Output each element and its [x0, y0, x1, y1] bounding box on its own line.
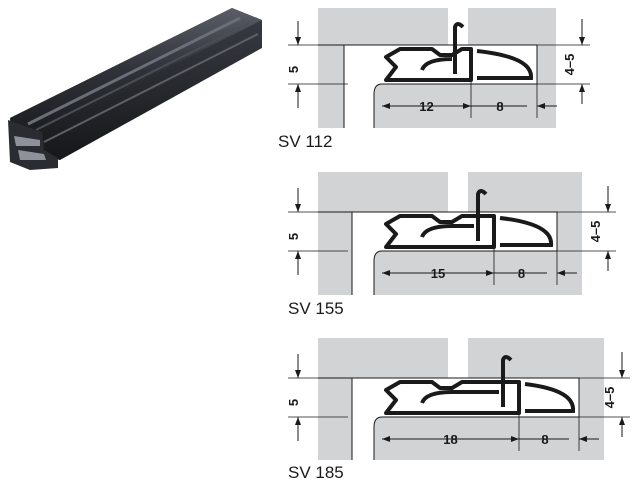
sv155-depth-arrow-left — [382, 270, 390, 276]
sv155-gap-height-label: 5 — [286, 233, 301, 240]
sv112-gap-outline — [318, 44, 538, 128]
sv185-groove-depth-label: 18 — [443, 432, 457, 447]
sv185-slot — [448, 338, 468, 378]
model-label-sv185: SV 185 — [288, 463, 344, 482]
model-label-sv112: SV 112 — [278, 132, 333, 151]
sv155-slot — [448, 172, 468, 212]
sv155-seal-base — [384, 214, 496, 249]
sv155-gap-dim-arrow-top — [295, 204, 301, 212]
sv112-depth-arrow-right — [463, 103, 471, 109]
sv185-gap-dim-arrow-bottom — [295, 417, 301, 425]
sv112-clear-arrow-top — [579, 37, 585, 45]
sv185-clear-arrow-bottom — [619, 417, 625, 425]
sv112-gap — [318, 45, 537, 128]
sv155-width-label: 8 — [518, 266, 525, 281]
sv185-width-label: 8 — [541, 432, 548, 447]
sv185-depth-arrow-right — [511, 436, 519, 442]
sv185-seal-bulb — [420, 390, 499, 404]
sv155-depth-arrow-right — [486, 270, 494, 276]
sv155-seal-lip — [499, 216, 554, 247]
sv112-gap-height-label: 5 — [286, 66, 301, 73]
sv112-seal-base — [384, 47, 473, 82]
sv112-seal-fin — [453, 22, 465, 74]
sv185-clearance-label: 4–5 — [602, 387, 617, 409]
sv155-gap — [318, 212, 557, 295]
sv155-seal-bulb — [420, 224, 474, 238]
sv112-groove-depth-label: 12 — [419, 99, 433, 114]
sv185-gap-outline — [318, 377, 580, 460]
sv155-gap-outline — [318, 211, 558, 295]
sv185-seal-lip — [524, 382, 576, 413]
sv112-seal-bulb — [420, 57, 453, 71]
sv112-seal-lip — [476, 49, 534, 80]
sv185-gap-dim-arrow-top — [295, 370, 301, 378]
sv185-seal-base — [384, 380, 521, 415]
sv185-gap-height-label: 5 — [286, 399, 301, 406]
sv155-clear-arrow-top — [605, 204, 611, 212]
sv155-groove-depth-label: 15 — [431, 266, 445, 281]
sv155-clear-arrow-bottom — [605, 251, 611, 259]
sv185-depth-arrow-left — [382, 436, 390, 442]
sv112-clear-arrow-bottom — [579, 84, 585, 92]
sv155-gap-dim-arrow-bottom — [295, 251, 301, 259]
sv185-clear-arrow-top — [619, 370, 625, 378]
model-label-sv155: SV 155 — [288, 299, 344, 318]
sv112-clearance-label: 4–5 — [562, 54, 577, 76]
sv112-gap-dim-arrow-top — [295, 37, 301, 45]
sv155-seal-fin — [476, 189, 488, 241]
sv112-slot — [448, 8, 468, 45]
sv185-gap — [318, 378, 579, 460]
sv112-gap-dim-arrow-bottom — [295, 84, 301, 92]
sv112-depth-arrow-left — [382, 103, 390, 109]
sv185-seal-fin — [501, 355, 513, 407]
sv155-clearance-label: 4–5 — [588, 221, 603, 243]
sv112-width-label: 8 — [496, 99, 503, 114]
